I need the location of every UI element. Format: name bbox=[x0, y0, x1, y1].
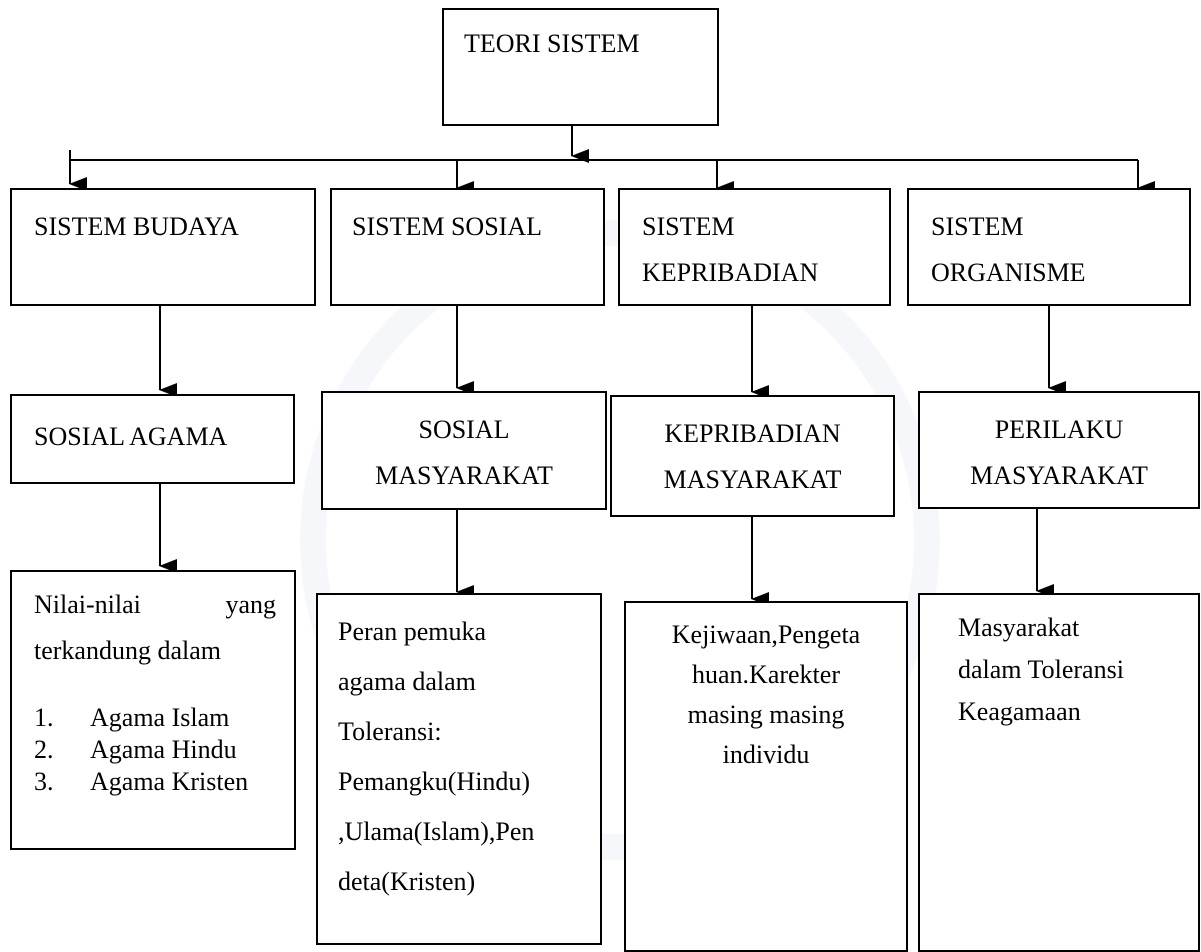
aspect-sosial-agama: SOSIAL AGAMA bbox=[10, 394, 295, 484]
aspect-sosial-agama-label: SOSIAL AGAMA bbox=[34, 422, 228, 451]
system-kepribadian-line1: SISTEM bbox=[642, 212, 735, 241]
system-sosial-label: SISTEM SOSIAL bbox=[352, 212, 542, 241]
detail-budaya-intro-a: Nilai-nilai bbox=[34, 590, 141, 619]
detail-organisme-line: Keagamaan bbox=[958, 697, 1081, 726]
list-item: 2. Agama Hindu bbox=[34, 734, 276, 766]
detail-sosial-line: Pemangku(Hindu) bbox=[338, 767, 531, 796]
detail-kepribadian-line: individu bbox=[722, 740, 810, 769]
list-text: Agama Islam bbox=[90, 703, 230, 732]
detail-kepribadian-line: masing masing bbox=[687, 700, 845, 729]
list-number: 1. bbox=[34, 703, 54, 732]
aspect-sosial-masyarakat-line2: MASYARAKAT bbox=[375, 461, 553, 490]
system-organisme: SISTEM ORGANISME bbox=[907, 188, 1191, 306]
detail-kepribadian-line: Kejiwaan,Pengeta bbox=[671, 620, 861, 649]
detail-sosial: Peran pemuka agama dalam Toleransi: Pema… bbox=[316, 593, 602, 945]
aspect-sosial-masyarakat-line1: SOSIAL bbox=[418, 415, 510, 444]
aspect-sosial-masyarakat: SOSIAL MASYARAKAT bbox=[321, 391, 607, 510]
list-text: Agama Hindu bbox=[90, 735, 237, 764]
detail-sosial-line: deta(Kristen) bbox=[338, 867, 476, 896]
detail-kepribadian: Kejiwaan,Pengeta huan.Karekter masing ma… bbox=[624, 601, 908, 952]
aspect-kepribadian-masyarakat: KEPRIBADIAN MASYARAKAT bbox=[610, 395, 895, 517]
detail-budaya-intro-2: terkandung dalam bbox=[34, 636, 221, 665]
list-item: 1. Agama Islam bbox=[34, 702, 276, 734]
root-label: TEORI SISTEM bbox=[464, 29, 640, 58]
detail-organisme: Masyarakat dalam Toleransi Keagamaan bbox=[918, 593, 1200, 952]
detail-organisme-line: dalam Toleransi bbox=[958, 655, 1124, 684]
detail-sosial-line: agama dalam bbox=[338, 667, 476, 696]
system-budaya: SISTEM BUDAYA bbox=[10, 188, 316, 306]
detail-budaya: Nilai-nilai yang terkandung dalam 1. Aga… bbox=[10, 570, 296, 850]
root-node: TEORI SISTEM bbox=[442, 8, 719, 126]
system-organisme-line1: SISTEM bbox=[931, 212, 1024, 241]
detail-budaya-intro-b: yang bbox=[225, 590, 276, 619]
system-kepribadian: SISTEM KEPRIBADIAN bbox=[618, 188, 891, 306]
detail-organisme-line: Masyarakat bbox=[958, 613, 1080, 642]
system-sosial: SISTEM SOSIAL bbox=[330, 188, 605, 306]
list-number: 3. bbox=[34, 767, 54, 796]
detail-sosial-line: Toleransi: bbox=[338, 717, 442, 746]
aspect-kepribadian-masyarakat-line1: KEPRIBADIAN bbox=[664, 419, 841, 448]
religion-list: 1. Agama Islam 2. Agama Hindu 3. Agama K… bbox=[34, 702, 276, 798]
aspect-perilaku-masyarakat-line2: MASYARAKAT bbox=[970, 461, 1148, 490]
detail-sosial-line: ,Ulama(Islam),Pen bbox=[338, 817, 535, 846]
aspect-perilaku-masyarakat-line1: PERILAKU bbox=[994, 415, 1124, 444]
detail-sosial-line: Peran pemuka bbox=[338, 617, 487, 646]
aspect-perilaku-masyarakat: PERILAKU MASYARAKAT bbox=[918, 391, 1200, 509]
list-number: 2. bbox=[34, 735, 54, 764]
system-budaya-label: SISTEM BUDAYA bbox=[34, 212, 239, 241]
system-kepribadian-line2: KEPRIBADIAN bbox=[642, 258, 819, 287]
system-organisme-line2: ORGANISME bbox=[931, 258, 1086, 287]
list-text: Agama Kristen bbox=[90, 767, 249, 796]
aspect-kepribadian-masyarakat-line2: MASYARAKAT bbox=[663, 465, 842, 494]
detail-kepribadian-line: huan.Karekter bbox=[692, 660, 840, 689]
list-item: 3. Agama Kristen bbox=[34, 766, 276, 798]
